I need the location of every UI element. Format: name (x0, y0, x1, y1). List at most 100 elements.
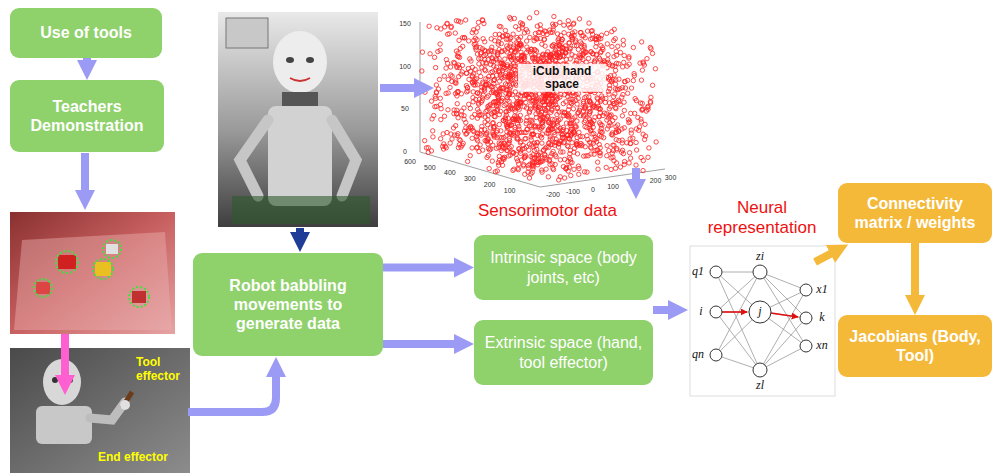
scatter-points (595, 148, 599, 152)
unit-symbol: zl (756, 379, 764, 392)
scatter-points (475, 131, 479, 135)
scatter-points (574, 125, 578, 129)
scatter-points (450, 137, 454, 141)
axis-tick: 600 (404, 158, 416, 166)
scatter-points (524, 121, 528, 125)
scatter-points (440, 144, 444, 148)
scatter-points (470, 74, 474, 78)
scatter-points (551, 122, 555, 126)
scatter-points (498, 73, 502, 77)
axis-tick: 200 (650, 177, 662, 185)
scatter-points (465, 71, 469, 75)
scatter-points (500, 61, 504, 65)
scatter-points (538, 125, 542, 129)
scatter-points (612, 27, 616, 31)
scatter-points (515, 136, 519, 140)
scatter-points (480, 113, 484, 117)
scatter-points (589, 146, 593, 150)
scatter-points (548, 154, 552, 158)
scatter-points (492, 99, 496, 103)
teacher-demo-photo (129, 287, 149, 307)
scatter-points (437, 77, 441, 81)
scatter-points (566, 19, 570, 23)
scatter-points (617, 138, 621, 142)
scatter-points (582, 120, 586, 124)
scatter-points (462, 117, 466, 121)
scatter-points (511, 32, 515, 36)
flow-arrow (83, 58, 91, 64)
scatter-points (444, 66, 448, 70)
flow-arrows (81, 153, 89, 194)
scatter-points (502, 103, 506, 107)
scatter-points (577, 130, 581, 134)
scatter-points (631, 136, 635, 140)
scatter-points (568, 130, 572, 134)
scatter-points (480, 65, 484, 69)
scatter-points (505, 126, 509, 130)
scatter-points (574, 38, 578, 42)
scatter-points (528, 118, 532, 122)
scatter-points (512, 167, 516, 171)
scatter-points (475, 90, 479, 94)
flow-arrows (632, 168, 640, 183)
network-links (760, 346, 806, 370)
scatter-points (601, 47, 605, 51)
scatter-points (587, 122, 591, 126)
scatter-points (616, 88, 620, 92)
scatter-points (653, 67, 657, 71)
scatter-points (484, 62, 488, 66)
hand-space-plot (540, 169, 665, 187)
scatter-points (428, 52, 432, 56)
scatter-points (576, 96, 580, 100)
scatter-points (526, 163, 530, 167)
scatter-points (476, 26, 480, 30)
scatter-points (556, 142, 560, 146)
scatter-points (490, 74, 494, 78)
box-label: Jacobians (Body, Tool) (846, 327, 984, 365)
scatter-points (551, 93, 555, 97)
network-units (800, 340, 812, 352)
scatter-points (445, 32, 449, 36)
scatter-points (448, 85, 452, 89)
flow-arrows (188, 373, 276, 412)
scatter-points (567, 32, 571, 36)
scatter-points (533, 124, 537, 128)
scatter-points (558, 175, 562, 179)
scatter-points (503, 82, 507, 86)
robot-babbling-photo (232, 196, 370, 224)
scatter-points (524, 130, 528, 134)
scatter-points (497, 154, 501, 158)
scatter-points (646, 155, 650, 159)
scatter-points (492, 133, 496, 137)
scatter-points (491, 120, 495, 124)
scatter-points (605, 143, 609, 147)
scatter-points (439, 117, 443, 121)
scatter-points (550, 108, 554, 112)
scatter-points (565, 133, 569, 137)
scatter-points (507, 121, 511, 125)
scatter-points (562, 110, 566, 114)
scatter-points (539, 159, 543, 163)
scatter-points (577, 17, 581, 21)
scatter-points (622, 60, 626, 64)
scatter-points (625, 141, 629, 145)
scatter-points (446, 77, 450, 81)
scatter-points (592, 104, 596, 108)
scatter-points (474, 30, 478, 34)
scatter-points (448, 65, 452, 69)
scatter-points (420, 50, 424, 54)
scatter-points (510, 150, 514, 154)
scatter-points (629, 86, 633, 90)
scatter-points (529, 135, 533, 139)
flow-arrows (815, 252, 834, 262)
scatter-points (546, 106, 550, 110)
scatter-points (455, 102, 459, 106)
scatter-points (449, 24, 453, 28)
scatter-points (533, 31, 537, 35)
scatter-points (535, 153, 539, 157)
scatter-points (566, 94, 570, 98)
scatter-points (496, 100, 500, 104)
scatter-points (530, 156, 534, 160)
scatter-points (570, 118, 574, 122)
teacher-demo-photo (10, 212, 175, 334)
